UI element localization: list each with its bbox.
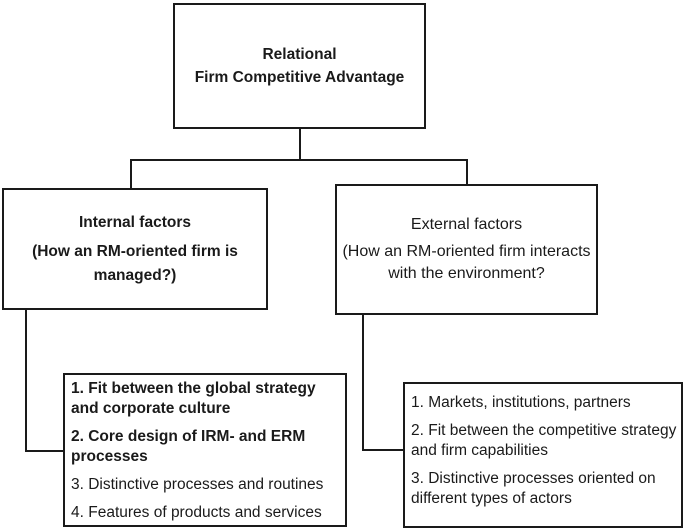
list-item: 1. Markets, institutions, partners (411, 394, 631, 411)
list-item: 4. Features of products and services (71, 504, 322, 521)
external-factors-subtitle: (How an RM-oriented firm interacts with … (342, 243, 591, 282)
list-item: 3. Distinctive processes oriented on dif… (411, 470, 656, 507)
connector-internal-elbow-horizontal (25, 450, 65, 452)
internal-factors-subtitle: (How an RM-oriented firm is managed?) (32, 242, 238, 284)
connector-external-elbow-vertical (362, 315, 364, 451)
connector-horizontal-bar (130, 159, 468, 161)
internal-factors-title: Internal factors (79, 213, 191, 231)
list-item: 3. Distinctive processes and routines (71, 476, 324, 493)
connector-drop-external (466, 159, 468, 185)
root-box-line2: Firm Competitive Advantage (194, 69, 405, 86)
external-factors-title: External factors (410, 216, 523, 233)
internal-factors-list-box: 1. Fit between the global strategy and c… (63, 373, 347, 527)
list-item: 2. Core design of IRM- and ERM processes (71, 428, 306, 465)
external-factors-box: External factors (How an RM-oriented fir… (335, 184, 598, 315)
connector-drop-internal (130, 159, 132, 189)
list-item: 1. Fit between the global strategy and c… (71, 380, 316, 417)
connector-internal-elbow-vertical (25, 310, 27, 452)
root-box-line1: Relational (262, 46, 337, 63)
connector-external-elbow-horizontal (362, 449, 405, 451)
list-item: 2. Fit between the competitive strategy … (411, 422, 677, 459)
root-box-relational-advantage: Relational Firm Competitive Advantage (173, 3, 426, 129)
connector-top-stem (299, 129, 301, 161)
external-factors-list-box: 1. Markets, institutions, partners 2. Fi… (403, 382, 683, 528)
internal-factors-box: Internal factors (How an RM-oriented fir… (2, 188, 268, 310)
